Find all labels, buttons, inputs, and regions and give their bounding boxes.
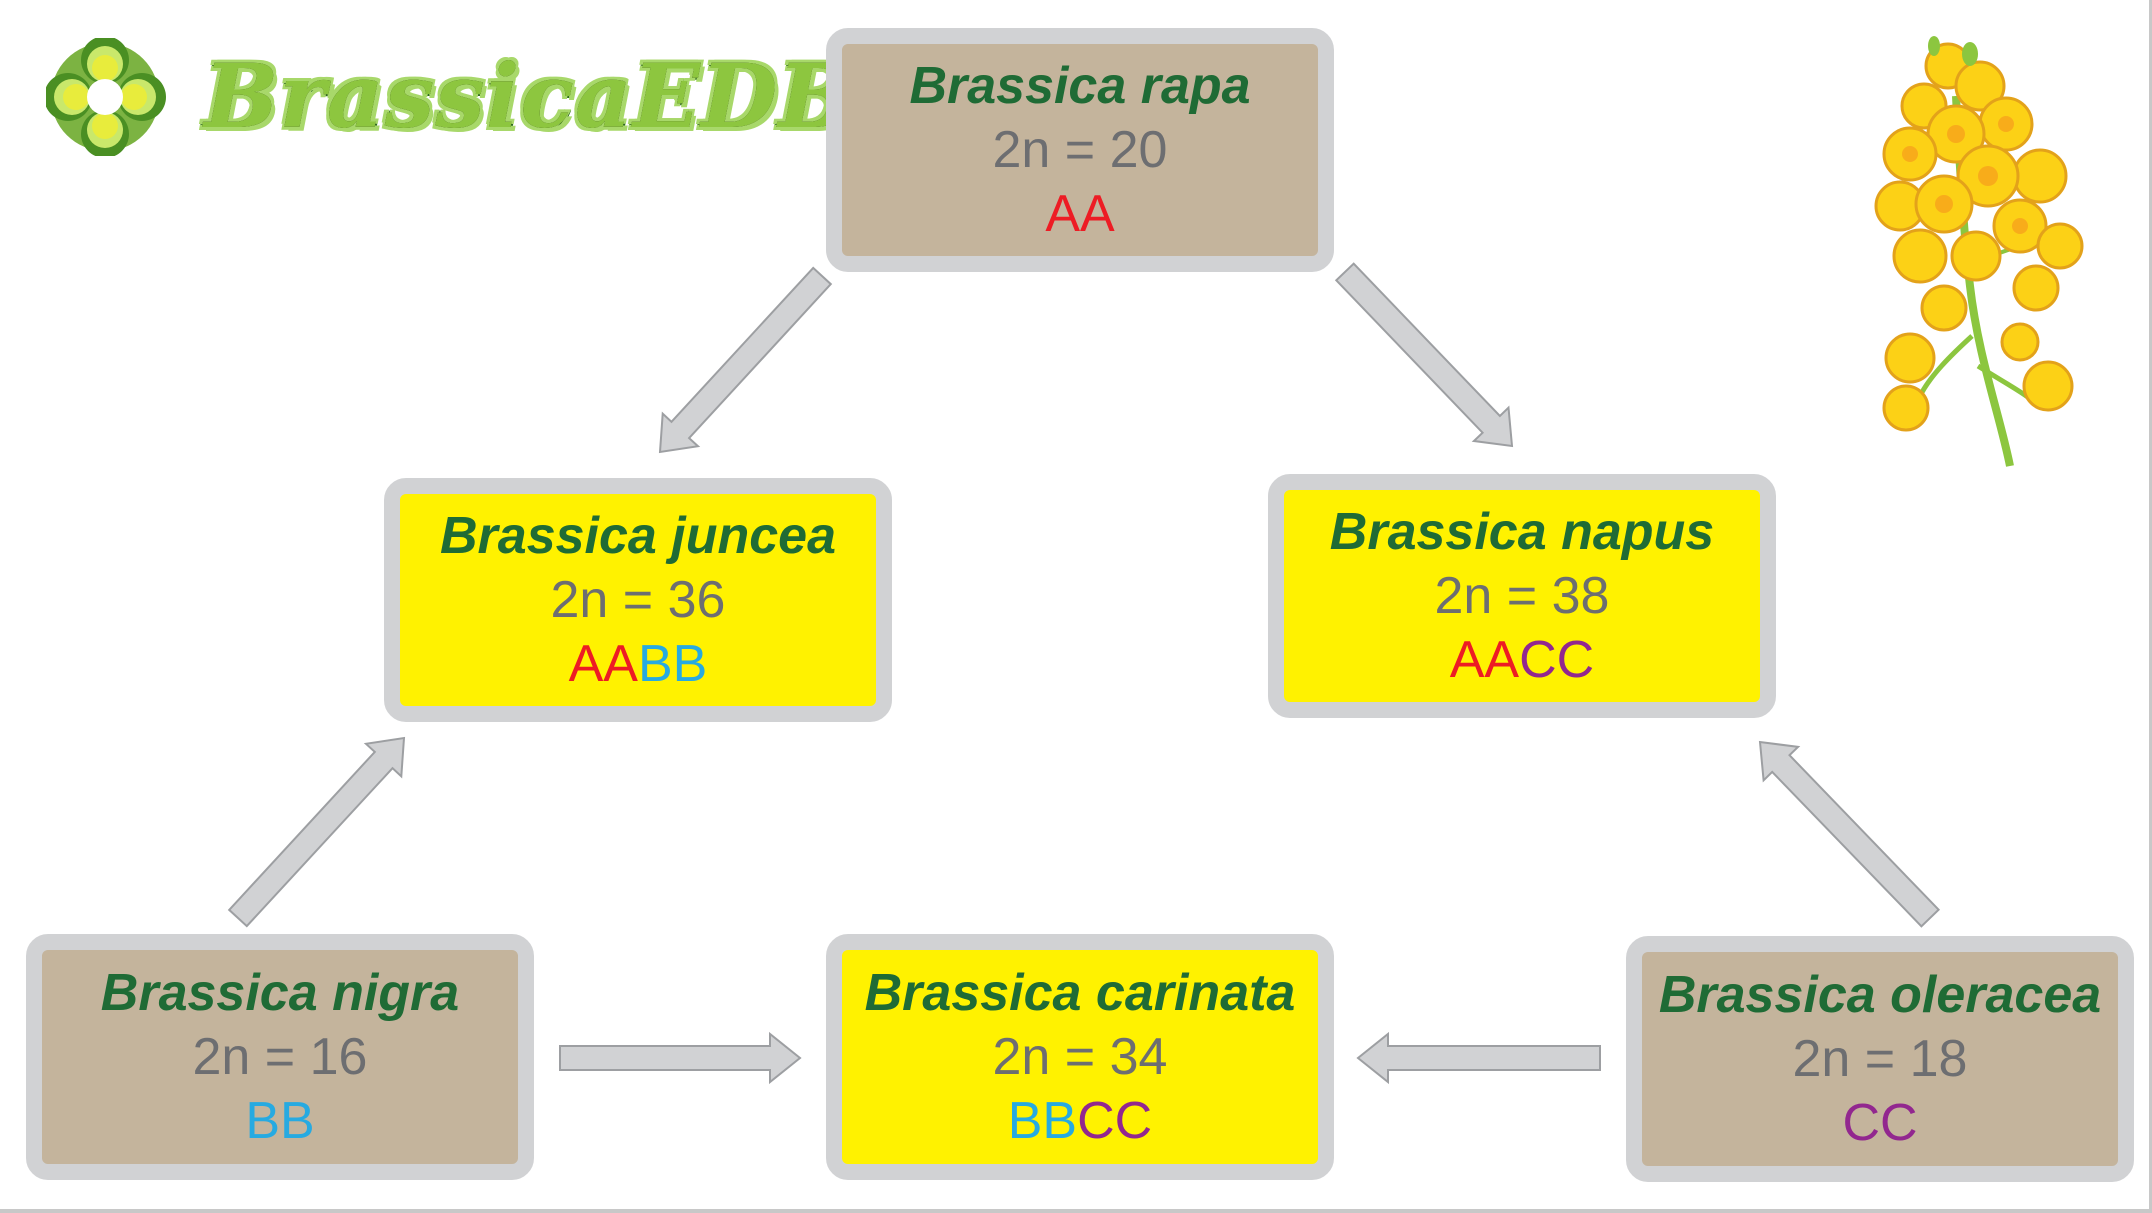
genome-BB: BB — [638, 635, 708, 693]
genome-BB: BB — [245, 1092, 315, 1150]
chromosome-count: 2n = 20 — [992, 121, 1168, 179]
species-box-napus: Brassica napus 2n = 38 AACC — [1268, 474, 1776, 718]
genome-BB: BB — [1007, 1092, 1078, 1150]
chromosome-count: 2n = 18 — [1792, 1030, 1968, 1088]
genome-AA: AA — [1045, 185, 1115, 243]
rapeseed-flower-illustration — [1874, 36, 2084, 467]
species-name: Brassica juncea — [439, 507, 837, 565]
arrow-rapa-to-juncea — [658, 266, 833, 454]
species-box-juncea: Brassica juncea 2n = 36 AABB — [384, 478, 892, 722]
genome-CC: CC — [1842, 1094, 1918, 1152]
arrow-oleracea-to-carinata — [1356, 1031, 1601, 1085]
brassicaedb-logo: BrassicaEDB — [46, 38, 855, 156]
species-box-nigra: Brassica nigra 2n = 16 BB — [26, 934, 534, 1180]
genome-formula: AACC — [1450, 628, 1594, 692]
genome-formula: BB — [245, 1089, 314, 1153]
logo-text: BrassicaEDB — [202, 44, 855, 148]
arrow-nigra-to-carinata — [559, 1031, 802, 1085]
chromosome-count: 2n = 16 — [192, 1028, 368, 1086]
species-name: Brassica carinata — [864, 964, 1296, 1022]
chromosome-count: 2n = 34 — [992, 1028, 1168, 1086]
genome-CC: CC — [1519, 631, 1595, 689]
genome-AA: AA — [568, 635, 638, 693]
genome-formula: BBCC — [1008, 1089, 1152, 1153]
species-name: Brassica nigra — [100, 964, 460, 1022]
genome-formula: AA — [1045, 182, 1114, 246]
arrow-nigra-to-juncea — [227, 736, 406, 928]
arrow-oleracea-to-napus — [1758, 740, 1941, 928]
chromosome-count: 2n = 38 — [1434, 567, 1610, 625]
species-box-oleracea: Brassica oleracea 2n = 18 CC — [1626, 936, 2134, 1182]
arrow-rapa-to-napus — [1334, 262, 1514, 448]
species-name: Brassica rapa — [909, 57, 1251, 115]
genome-formula: CC — [1842, 1091, 1917, 1155]
species-name: Brassica oleracea — [1658, 966, 2102, 1024]
chromosome-count: 2n = 36 — [550, 571, 726, 629]
genome-AA: AA — [1449, 631, 1520, 689]
genome-CC: CC — [1077, 1092, 1153, 1150]
genome-formula: AABB — [569, 632, 708, 696]
species-box-rapa: Brassica rapa 2n = 20 AA — [826, 28, 1334, 272]
flower-logo-icon — [46, 38, 166, 156]
species-box-carinata: Brassica carinata 2n = 34 BBCC — [826, 934, 1334, 1180]
species-name: Brassica napus — [1329, 503, 1715, 561]
